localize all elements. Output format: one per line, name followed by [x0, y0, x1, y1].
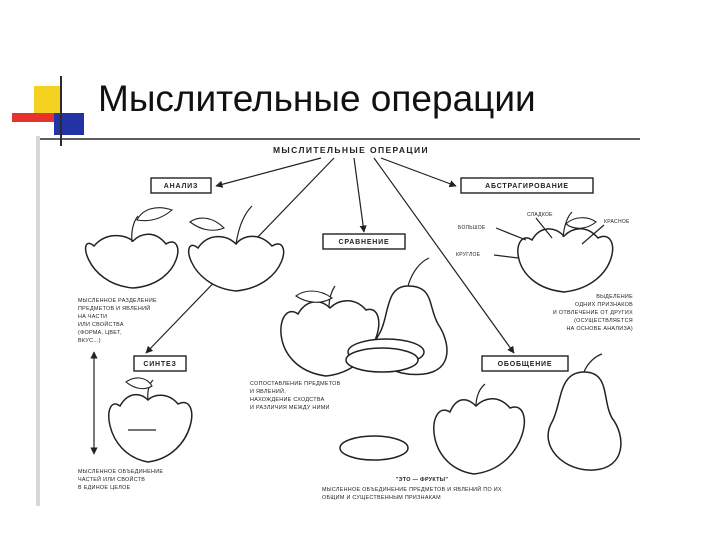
- svg-text:ПРЕДМЕТОВ И ЯВЛЕНИЙ: ПРЕДМЕТОВ И ЯВЛЕНИЙ: [78, 304, 150, 312]
- svg-text:"ЭТО — ФРУКТЫ": "ЭТО — ФРУКТЫ": [396, 477, 449, 483]
- generalization-pear: [547, 353, 622, 471]
- accent-yellow-square: [34, 86, 62, 116]
- svg-text:В ЕДИНОЕ ЦЕЛОЕ: В ЕДИНОЕ ЦЕЛОЕ: [78, 485, 131, 491]
- analysis-box: АНАЛИЗ: [150, 177, 212, 194]
- generalization-box-label: ОБОБЩЕНИЕ: [498, 361, 553, 368]
- svg-text:И ЯВЛЕНИЙ,: И ЯВЛЕНИЙ,: [250, 387, 286, 395]
- comparison-plums: [345, 338, 425, 373]
- svg-text:НА ОСНОВЕ АНАЛИЗА): НА ОСНОВЕ АНАЛИЗА): [566, 326, 633, 332]
- svg-text:НА ЧАСТИ: НА ЧАСТИ: [78, 314, 107, 320]
- abstraction-box: АБСТРАГИРОВАНИЕ: [460, 177, 594, 194]
- generalization-plum: [339, 435, 409, 461]
- generalization-box: ОБОБЩЕНИЕ: [481, 355, 569, 372]
- synthesis-box: СИНТЕЗ: [133, 355, 187, 372]
- svg-text:И РАЗЛИЧИЯ МЕЖДУ НИМИ: И РАЗЛИЧИЯ МЕЖДУ НИМИ: [250, 405, 330, 411]
- comparison-box-label: СРАВНЕНИЕ: [339, 239, 390, 246]
- svg-text:СЛАДКОЕ: СЛАДКОЕ: [527, 212, 553, 218]
- svg-text:(ФОРМА, ЦВЕТ,: (ФОРМА, ЦВЕТ,: [78, 330, 122, 336]
- scan-edge: [36, 136, 40, 506]
- generalization-apple: [433, 383, 525, 475]
- abstraction-note: ВЫДЕЛЕНИЕ ОДНИХ ПРИЗНАКОВ И ОТВЛЕЧЕНИЕ О…: [553, 294, 633, 332]
- svg-text:И ОТВЛЕЧЕНИЕ ОТ ДРУГИХ: И ОТВЛЕЧЕНИЕ ОТ ДРУГИХ: [553, 310, 633, 316]
- abstraction-labels: СЛАДКОЕ КРАСНОЕ БОЛЬШОЕ КРУГЛОЕ: [456, 212, 630, 259]
- svg-text:КРАСНОЕ: КРАСНОЕ: [604, 219, 630, 225]
- svg-text:ОДНИХ ПРИЗНАКОВ: ОДНИХ ПРИЗНАКОВ: [575, 302, 633, 308]
- diagram-heading: МЫСЛИТЕЛЬНЫЕ ОПЕРАЦИИ: [273, 145, 429, 155]
- abstraction-apple: [517, 211, 614, 293]
- synthesis-apple: [108, 377, 193, 463]
- synthesis-box-label: СИНТЕЗ: [143, 361, 176, 368]
- svg-text:МЫСЛЕННОЕ ОБЪЕДИНЕНИЕ ПРЕДМЕТО: МЫСЛЕННОЕ ОБЪЕДИНЕНИЕ ПРЕДМЕТОВ И ЯВЛЕНИ…: [322, 485, 502, 493]
- svg-text:МЫСЛЕННОЕ ОБЪЕДИНЕНИЕ: МЫСЛЕННОЕ ОБЪЕДИНЕНИЕ: [78, 469, 163, 475]
- synthesis-note: МЫСЛЕННОЕ ОБЪЕДИНЕНИЕ ЧАСТЕЙ ИЛИ СВОЙСТВ…: [78, 469, 163, 491]
- arrow-to-comparison: [353, 157, 367, 233]
- svg-text:МЫСЛЕННОЕ РАЗДЕЛЕНИЕ: МЫСЛЕННОЕ РАЗДЕЛЕНИЕ: [78, 298, 157, 304]
- svg-text:(ОСУЩЕСТВЛЯЕТСЯ: (ОСУЩЕСТВЛЯЕТСЯ: [574, 318, 633, 324]
- accent-red-bar: [12, 113, 54, 122]
- svg-text:ВКУС...): ВКУС...): [78, 338, 101, 344]
- svg-text:НАХОЖДЕНИЕ СХОДСТВА: НАХОЖДЕНИЕ СХОДСТВА: [250, 397, 325, 403]
- svg-text:БОЛЬШОЕ: БОЛЬШОЕ: [458, 225, 486, 231]
- abstraction-box-label: АБСТРАГИРОВАНИЕ: [485, 183, 569, 190]
- thinking-operations-diagram: МЫСЛИТЕЛЬНЫЕ ОПЕРАЦИИ АНАЛИЗ АБСТРАГИРОВ…: [36, 136, 633, 506]
- slide-title: Мыслительные операции: [98, 78, 536, 119]
- accent-blue-square: [54, 113, 84, 135]
- svg-text:ЧАСТЕЙ ИЛИ СВОЙСТВ: ЧАСТЕЙ ИЛИ СВОЙСТВ: [78, 475, 145, 483]
- svg-text:ОБЩИМ И СУЩЕСТВЕННЫМ ПРИЗНАКАМ: ОБЩИМ И СУЩЕСТВЕННЫМ ПРИЗНАКАМ: [322, 495, 441, 501]
- svg-text:ВЫДЕЛЕНИЕ: ВЫДЕЛЕНИЕ: [596, 294, 633, 300]
- svg-text:КРУГЛОЕ: КРУГЛОЕ: [456, 252, 481, 258]
- analysis-note: МЫСЛЕННОЕ РАЗДЕЛЕНИЕ ПРЕДМЕТОВ И ЯВЛЕНИЙ…: [78, 298, 157, 344]
- analysis-apple-half: [187, 205, 285, 292]
- svg-text:СОПОСТАВЛЕНИЕ ПРЕДМЕТОВ: СОПОСТАВЛЕНИЕ ПРЕДМЕТОВ: [250, 381, 341, 387]
- comparison-note: СОПОСТАВЛЕНИЕ ПРЕДМЕТОВ И ЯВЛЕНИЙ, НАХОЖ…: [250, 381, 341, 411]
- svg-text:ИЛИ СВОЙСТВА: ИЛИ СВОЙСТВА: [78, 320, 124, 328]
- analysis-box-label: АНАЛИЗ: [164, 183, 198, 190]
- generalization-note: "ЭТО — ФРУКТЫ" МЫСЛЕННОЕ ОБЪЕДИНЕНИЕ ПРЕ…: [322, 477, 502, 501]
- arrow-to-abstraction: [380, 157, 457, 188]
- arrow-to-analysis: [215, 157, 322, 188]
- arrow-to-generalization: [373, 157, 515, 354]
- comparison-box: СРАВНЕНИЕ: [322, 233, 406, 250]
- analysis-apple-whole: [84, 207, 179, 289]
